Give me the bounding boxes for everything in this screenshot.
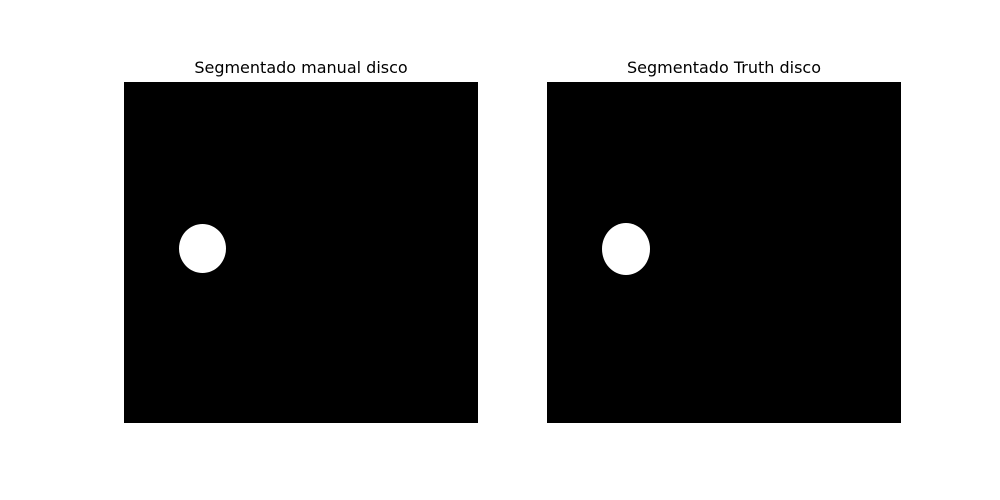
manual-segmentation-title: Segmentado manual disco [194, 58, 408, 77]
manual-segmentation-mask [124, 82, 478, 423]
manual-disc-region [179, 224, 226, 273]
manual-segmentation-panel: Segmentado manual disco [124, 58, 478, 423]
truth-disc-region [602, 223, 650, 275]
truth-segmentation-mask [547, 82, 901, 423]
truth-segmentation-panel: Segmentado Truth disco [547, 58, 901, 423]
truth-segmentation-title: Segmentado Truth disco [627, 58, 821, 77]
